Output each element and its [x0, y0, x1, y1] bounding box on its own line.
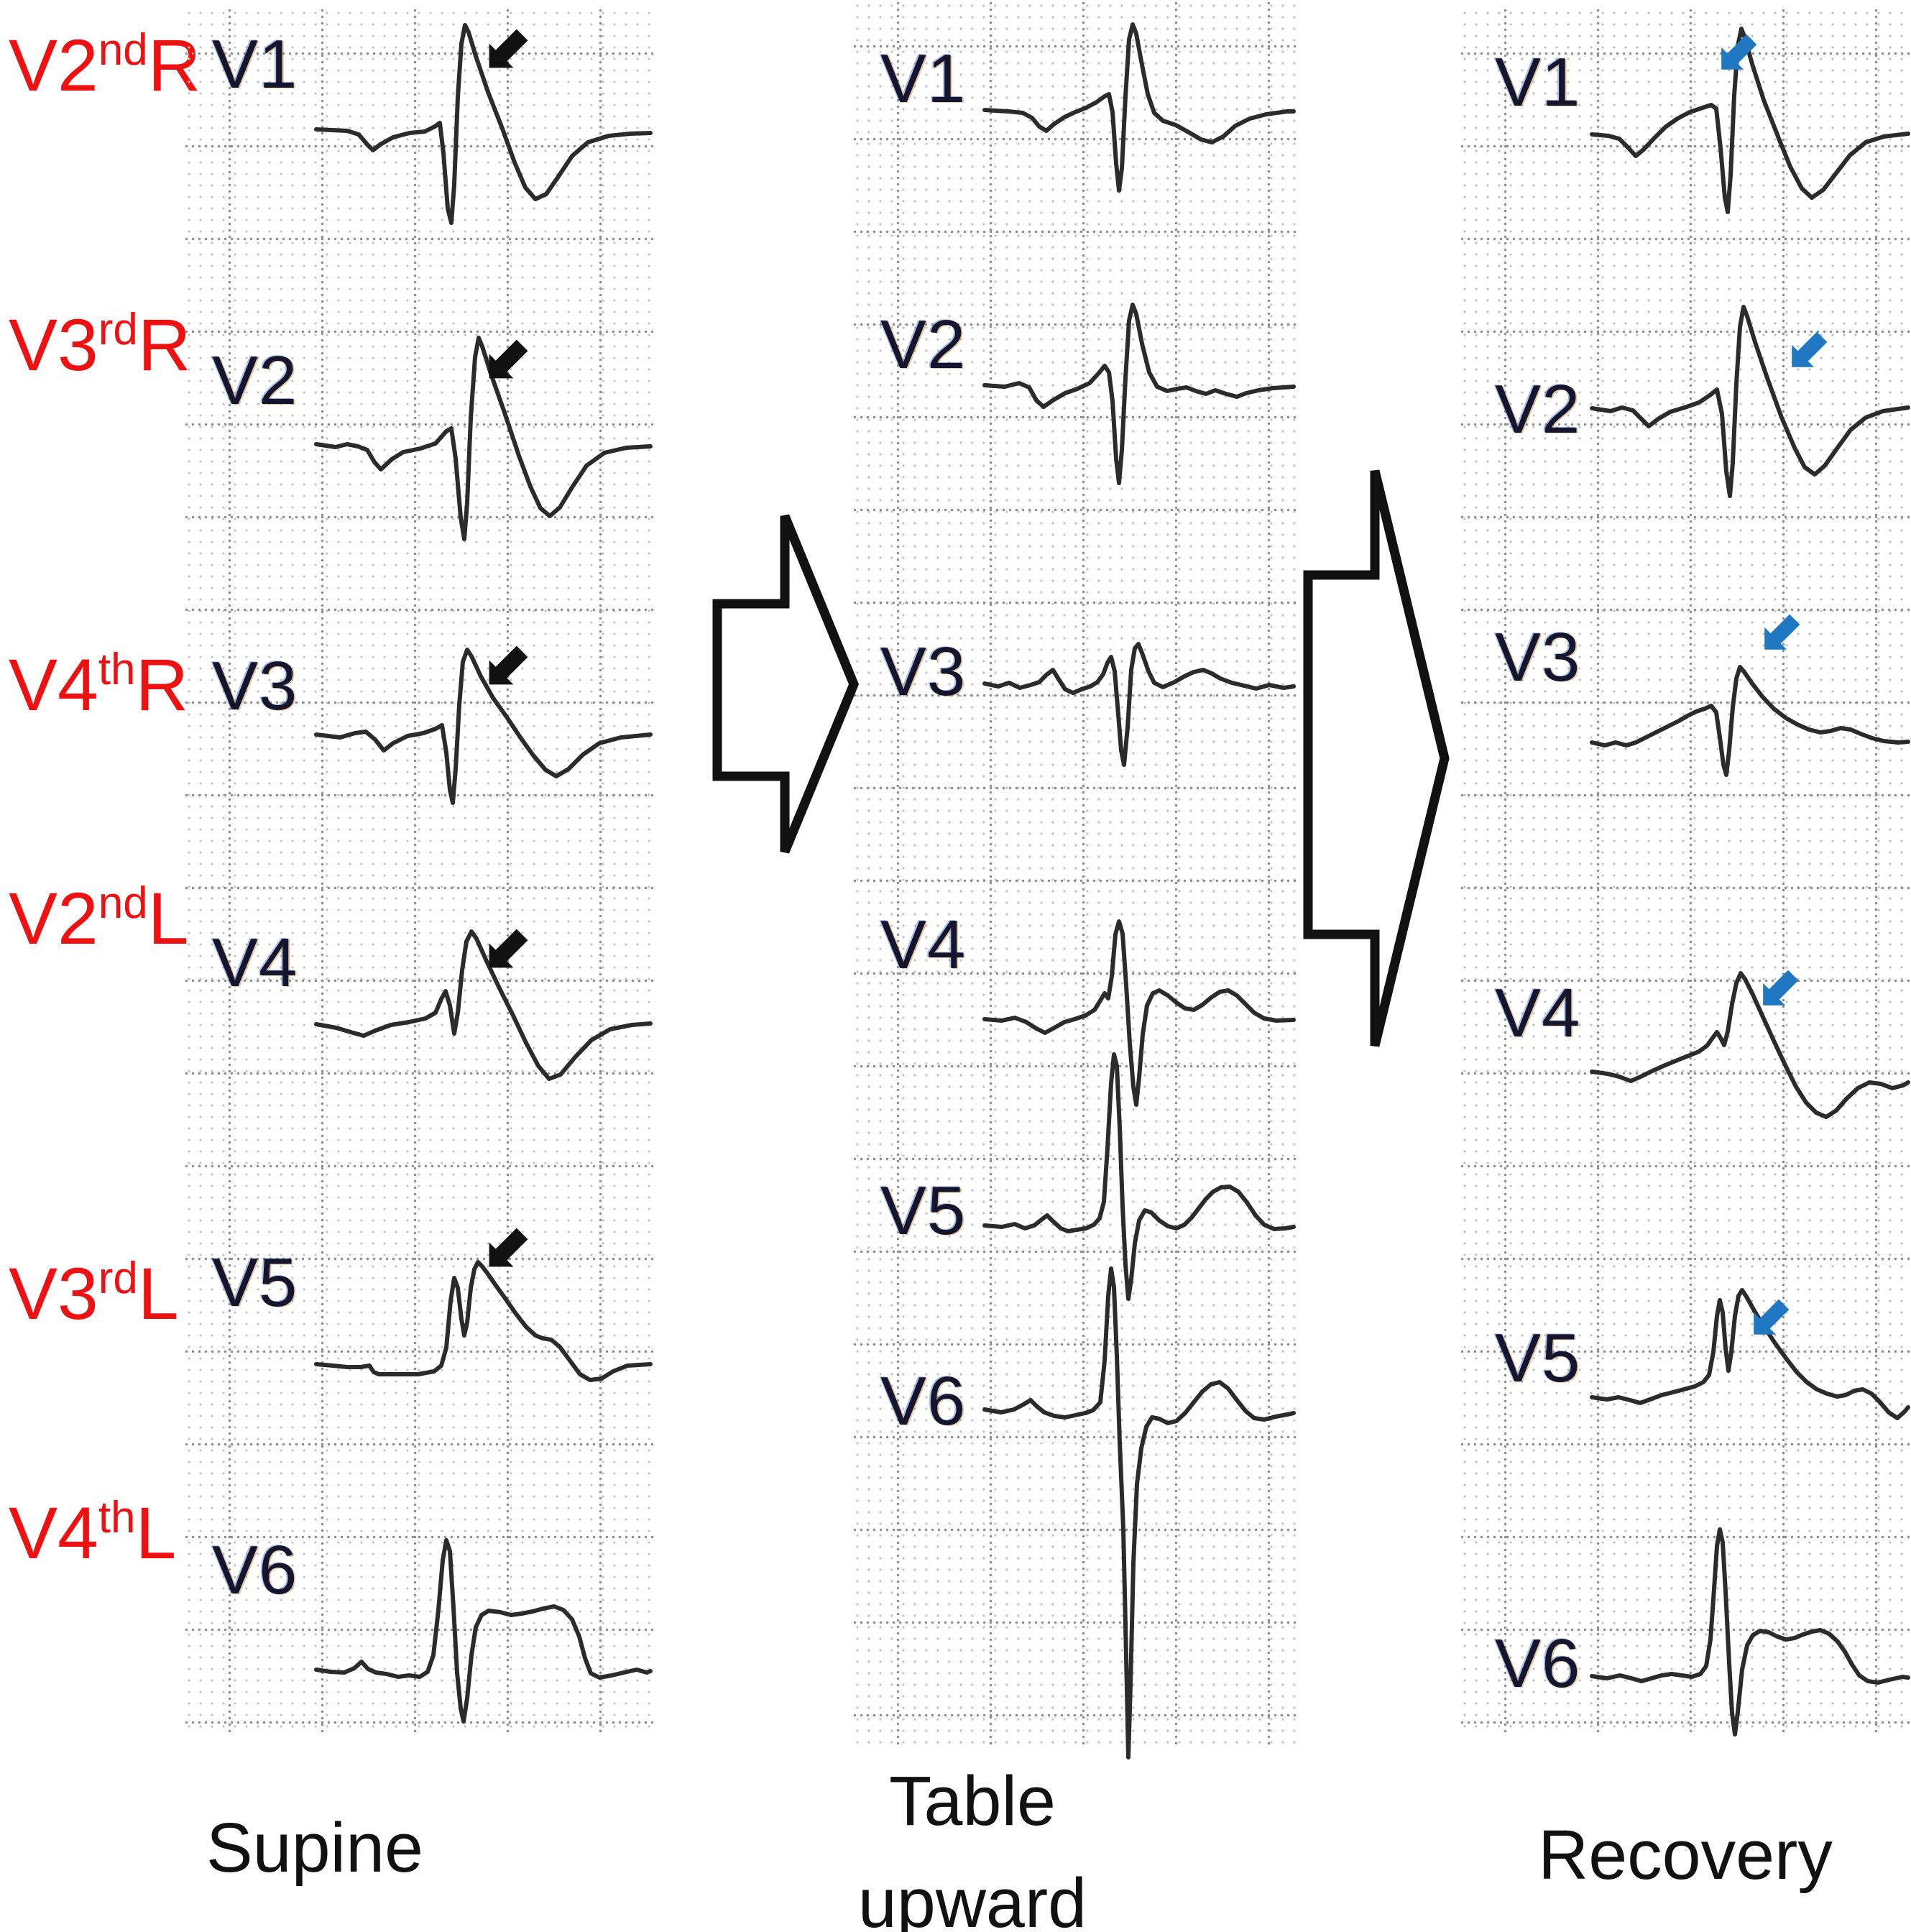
st-elevation-arrow-icon [1792, 331, 1828, 367]
st-elevation-arrow-icon [489, 29, 528, 68]
lead-label-v6: V6 [1495, 1625, 1581, 1702]
ecg-trace-tableup-v1 [982, 22, 1296, 193]
ecg-trace-recovery-v6 [1590, 1527, 1910, 1736]
column-caption-recovery: Recovery [1538, 1816, 1833, 1894]
lead-label-v1: V1 [212, 26, 298, 103]
ecg-trace-tableup-v4 [982, 919, 1296, 1107]
ecg-trace-recovery-v3 [1590, 665, 1910, 777]
lead-label-v5: V5 [1495, 1320, 1581, 1397]
ecg-trace-supine-v2 [314, 336, 653, 541]
st-elevation-arrow-icon [1754, 1299, 1790, 1335]
st-elevation-arrow-icon [489, 1228, 528, 1267]
ecg-trace-tableup-v6 [982, 1266, 1296, 1760]
ecg-trace-recovery-v5 [1590, 1288, 1910, 1420]
lead-label-v2: V2 [880, 306, 967, 383]
st-elevation-arrow-icon [489, 645, 528, 685]
lead-label-v4: V4 [1495, 975, 1581, 1052]
lead-label-v2: V2 [1495, 371, 1581, 448]
st-elevation-arrow-icon [489, 339, 528, 379]
ecg-trace-supine-v3 [314, 648, 653, 805]
st-elevation-arrow-icon [1721, 34, 1757, 70]
lead-label-v1: V1 [1495, 44, 1581, 121]
lead-label-v4: V4 [880, 906, 967, 983]
lead-label-v6: V6 [212, 1532, 298, 1609]
st-elevation-arrow-icon [489, 929, 528, 968]
column-caption-table-upward: Table upward [857, 1762, 1087, 1932]
transition-arrow-icon [1303, 469, 1450, 1047]
lead-label-v5: V5 [212, 1244, 298, 1321]
electrode-position-label: V2ndL [9, 878, 189, 960]
ecg-panel-supine: V1 V2 V3 V4 V5 V6 [183, 7, 654, 1732]
lead-label-v4: V4 [212, 924, 298, 1001]
lead-label-v6: V6 [880, 1363, 967, 1440]
lead-label-v2: V2 [212, 342, 298, 419]
lead-label-v3: V3 [880, 633, 967, 710]
lead-label-v3: V3 [1495, 619, 1581, 696]
electrode-position-label: V4thR [9, 644, 189, 726]
ecg-panel-recovery: V1 V2 V3 V4 V5 V6 [1459, 7, 1911, 1736]
ecg-panel-table-upward: V1 V2 V3 V4 V5 V6 [852, 0, 1297, 1760]
electrode-position-label: V3rdR [9, 304, 191, 386]
lead-label-v3: V3 [212, 648, 298, 724]
ecg-trace-tableup-v2 [982, 303, 1296, 485]
st-elevation-arrow-icon [1763, 970, 1799, 1006]
column-caption-supine: Supine [206, 1808, 424, 1887]
ecg-trace-supine-v6 [314, 1538, 653, 1724]
electrode-position-label: V4thL [9, 1492, 177, 1574]
ecg-trace-tableup-v3 [982, 642, 1296, 767]
lead-label-v1: V1 [880, 40, 967, 117]
ecg-trace-supine-v1 [314, 23, 653, 225]
ecg-trace-recovery-v2 [1590, 305, 1910, 498]
ecg-trace-recovery-v4 [1590, 971, 1910, 1119]
electrode-position-label: V3rdL [9, 1253, 179, 1335]
st-elevation-arrow-icon [1764, 614, 1800, 650]
ecg-trace-supine-v5 [314, 1260, 653, 1382]
lead-label-v5: V5 [880, 1172, 967, 1249]
transition-arrow-icon [712, 514, 860, 854]
ecg-trace-supine-v4 [314, 929, 653, 1081]
ecg-trace-tableup-v5 [982, 1052, 1296, 1301]
electrode-position-label: V2ndR [9, 24, 201, 106]
ecg-trace-recovery-v1 [1590, 27, 1910, 214]
